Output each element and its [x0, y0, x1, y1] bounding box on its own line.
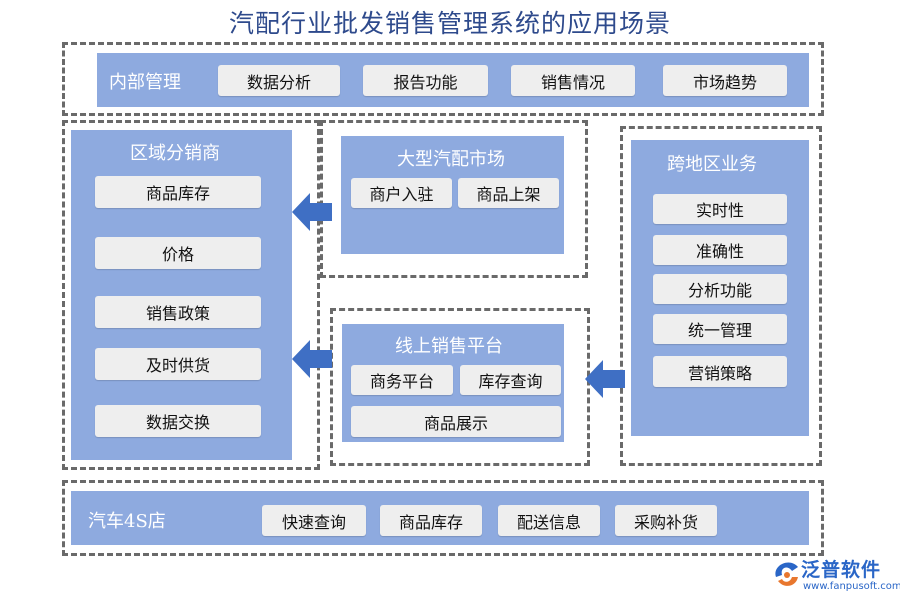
online-label: 线上销售平台	[395, 336, 503, 357]
store-item: 配送信息	[498, 505, 600, 536]
market-item: 商户入驻	[351, 178, 452, 208]
store-item: 商品库存	[380, 505, 482, 536]
internal-frame	[62, 42, 824, 116]
online-frame	[330, 308, 590, 466]
regional-item: 销售政策	[95, 296, 261, 328]
internal-label: 内部管理	[109, 72, 181, 93]
internal-item: 销售情况	[511, 65, 635, 96]
arrow-online-to-regional	[292, 340, 332, 378]
cross-item: 准确性	[653, 235, 787, 265]
regional-item: 商品库存	[95, 176, 261, 208]
diagram-title: 汽配行业批发销售管理系统的应用场景	[228, 9, 671, 38]
logo-name: 泛普软件	[801, 559, 882, 581]
market-frame	[320, 120, 588, 278]
regional-frame	[62, 120, 320, 470]
cross-label: 跨地区业务	[667, 154, 757, 175]
online-item: 商务平台	[351, 365, 453, 395]
store-item: 快速查询	[262, 505, 366, 536]
internal-item: 市场趋势	[663, 65, 787, 96]
store-frame	[62, 480, 824, 556]
regional-item: 数据交换	[95, 405, 261, 437]
logo-url: www.fanpusoft.com	[803, 581, 900, 592]
cross-item: 实时性	[653, 194, 787, 224]
internal-item: 报告功能	[363, 65, 488, 96]
market-item: 商品上架	[458, 178, 559, 208]
internal-item: 数据分析	[218, 65, 340, 96]
store-label: 汽车4S店	[88, 511, 166, 532]
arrow-cross-to-online	[585, 360, 625, 398]
cross-item: 分析功能	[653, 274, 787, 304]
regional-label: 区域分销商	[130, 143, 220, 164]
market-label: 大型汽配市场	[397, 149, 505, 170]
regional-item: 及时供货	[95, 348, 261, 380]
cross-item: 营销策略	[653, 356, 787, 387]
store-item: 采购补货	[615, 505, 717, 536]
online-item: 商品展示	[351, 406, 561, 437]
online-item: 库存查询	[460, 365, 561, 395]
cross-item: 统一管理	[653, 314, 787, 344]
arrow-market-to-regional	[292, 193, 332, 231]
fanpu-logo-icon	[775, 562, 798, 586]
cross-frame	[620, 126, 822, 466]
regional-item: 价格	[95, 237, 261, 269]
